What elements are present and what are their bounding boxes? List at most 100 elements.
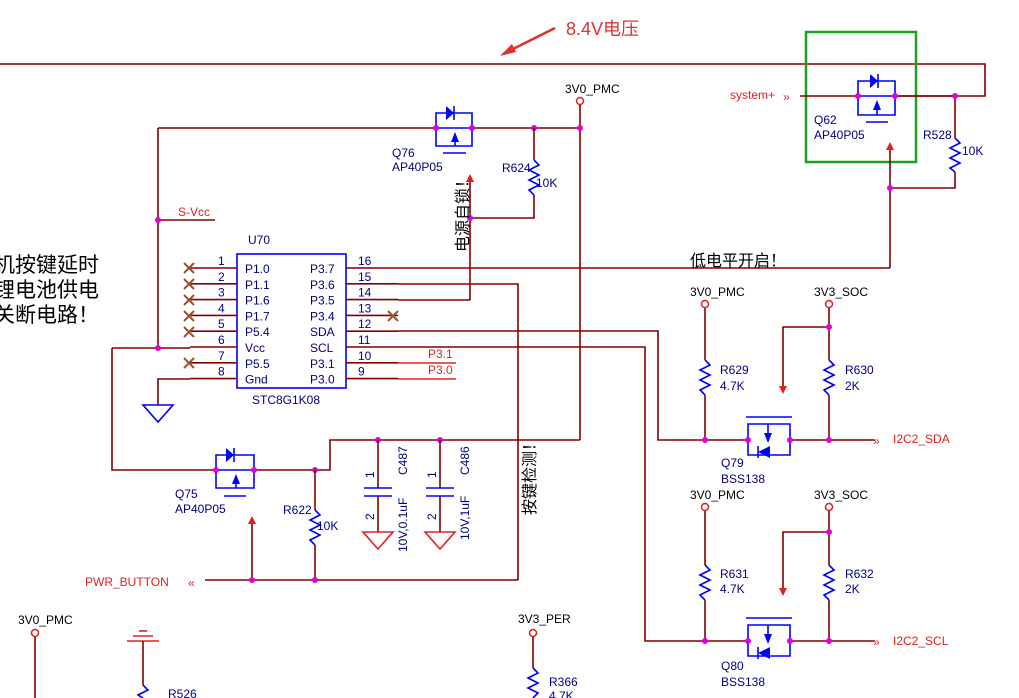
chip-pin-name: P1.1: [245, 278, 270, 292]
power-port-icon: [700, 299, 710, 309]
c487-value: 10V,0.1uF: [396, 498, 410, 552]
chip-pin-name: P1.6: [245, 294, 270, 308]
mosfet-q75-icon: [215, 448, 255, 497]
chip-pin-name: Vcc: [245, 341, 265, 355]
chip-part: STC8G1K08: [252, 393, 320, 407]
chip-pin-name: P3.0: [310, 373, 335, 387]
chip-pin-name: P1.0: [245, 262, 270, 276]
c487-pin2: 2: [363, 513, 377, 520]
r366-value: 4.7K: [549, 689, 574, 698]
chip-pin-number: 14: [358, 286, 372, 300]
power-port-icon: [824, 299, 834, 309]
c486-pin2: 2: [425, 513, 439, 520]
q79-part: BSS138: [721, 472, 765, 486]
double-chevron-left-icon: «: [188, 576, 195, 590]
chip-pin-number: 11: [358, 333, 371, 347]
q62-ref: Q62: [814, 113, 837, 127]
net-p31: P3.1: [428, 347, 453, 361]
chip-pin-number: 9: [358, 365, 365, 379]
net-3v3-soc-b: 3V3_SOC: [814, 488, 868, 502]
q76-ref: Q76: [392, 146, 415, 160]
left-note-line3: 关断电路！: [0, 303, 99, 327]
wire-gnd-pin: [157, 378, 190, 405]
q75-ref: Q75: [175, 487, 198, 501]
resistor-r526-icon: [136, 684, 150, 698]
c487-pin1: 1: [363, 471, 377, 478]
chip-pin-number: 6: [218, 333, 225, 347]
q75-part: AP40P05: [175, 502, 226, 516]
power-port-icon: [575, 96, 585, 106]
r629-ref: R629: [720, 363, 749, 377]
highlight-box: [804, 30, 918, 164]
chip-pin-name: P5.4: [245, 325, 270, 339]
resistor-r631-icon: [698, 564, 712, 601]
left-note-line1: 机按键延时: [0, 253, 99, 277]
r632-ref: R632: [845, 567, 874, 581]
mosfet-q76-icon: [435, 106, 473, 154]
capacitor-c486-icon: [423, 440, 457, 551]
mosfet-q80-icon: [746, 617, 792, 659]
gate-arrow-icon: [248, 516, 256, 524]
q62-part: AP40P05: [814, 128, 865, 142]
wire-r528-bottom: [890, 172, 956, 189]
q80-ref: Q80: [721, 659, 744, 673]
r622-value: 10K: [317, 519, 338, 533]
chip-pin-name: P3.5: [310, 294, 335, 308]
gate-arrow-icon: [466, 174, 474, 182]
chip-pin-number: 3: [218, 286, 225, 300]
c486-pin1: 1: [425, 471, 439, 478]
low-level-note: 低电平开启！: [690, 251, 786, 270]
r630-ref: R630: [845, 363, 874, 377]
voltage-annotation: 8.4V电压: [566, 19, 639, 39]
r526-ref: R526: [168, 687, 197, 698]
chip-pin-number: 10: [358, 349, 372, 363]
wire-q80-gate: [782, 531, 829, 588]
c487-ref: C487: [396, 446, 410, 475]
net-3v0-pmc-b: 3V0_PMC: [690, 488, 745, 502]
net-3v0-pmc-bl: 3V0_PMC: [18, 613, 73, 627]
power-port-icon: [700, 502, 710, 512]
mosfet-q79-icon: [746, 416, 792, 458]
r631-ref: R631: [720, 567, 749, 581]
wire-p36: [398, 283, 519, 580]
r631-value: 4.7K: [720, 582, 745, 596]
r632-value: 2K: [845, 582, 860, 596]
double-chevron-icon: »: [873, 434, 880, 448]
wire-scl: [398, 346, 705, 642]
resistor-r632-icon: [822, 564, 836, 601]
c486-value: 10V,1uF: [458, 496, 472, 540]
wire-q79-gate: [782, 326, 829, 386]
resistor-r622-icon: [308, 509, 322, 546]
chip-pin-name: SDA: [310, 325, 335, 339]
chip-ref: U70: [248, 233, 270, 247]
power-port-icon: [824, 502, 834, 512]
left-note-line2: 锂电池供电: [0, 278, 99, 302]
wire-r624-bottom: [470, 195, 535, 219]
gate-arrow-icon: [886, 142, 894, 150]
wire-q75-left: [111, 348, 216, 471]
net-3v3-soc-a: 3V3_SOC: [814, 285, 868, 299]
r622-ref: R622: [283, 503, 312, 517]
double-chevron-icon: »: [783, 90, 790, 104]
r630-value: 2K: [845, 379, 860, 393]
net-3v3-per: 3V3_PER: [518, 612, 571, 626]
chip-right-pins: 16P3.715P3.614P3.513P3.412SDA11SCL10P3.1…: [310, 254, 398, 387]
chip-pin-number: 16: [358, 254, 372, 268]
chip-pin-name: SCL: [310, 341, 334, 355]
gate-arrow-icon: [779, 588, 787, 596]
power-port-icon: [30, 628, 40, 638]
net-3v0-pmc-a: 3V0_PMC: [690, 285, 745, 299]
ground-icon: [141, 404, 175, 424]
chip-u70-body: [236, 253, 347, 389]
chip-pin-name: P3.1: [310, 357, 335, 371]
r624-value: 10K: [536, 176, 557, 190]
chip-pin-name: P3.4: [310, 309, 335, 323]
net-i2c2-sda: I2C2_SDA: [893, 432, 950, 446]
wire-q75-right: [254, 439, 580, 471]
chip-pin-name: P5.5: [245, 357, 270, 371]
q80-part: BSS138: [721, 675, 765, 689]
power-port-icon: [528, 628, 538, 638]
chip-pin-number: 7: [218, 349, 225, 363]
